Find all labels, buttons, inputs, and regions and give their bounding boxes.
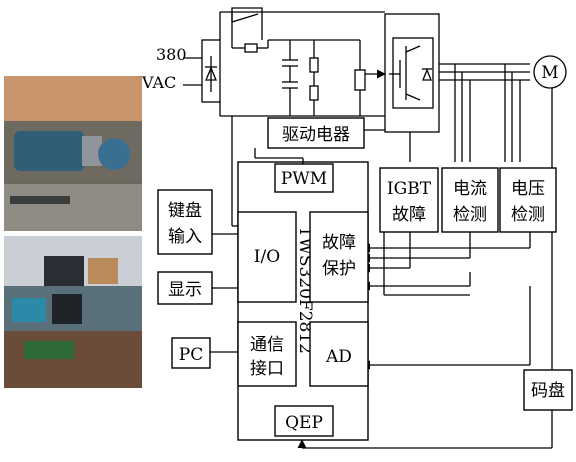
qep-label: QEP <box>285 413 323 433</box>
comm-line2: 接口 <box>250 359 284 379</box>
current-detect-line1: 电流 <box>453 179 487 199</box>
input-label-line1: 380 <box>156 45 187 64</box>
input-label-line2: VAC <box>141 73 176 92</box>
motor-label: M <box>541 63 558 83</box>
voltage-detect-line2: 检测 <box>511 205 545 225</box>
bus-resistor-top <box>310 58 318 72</box>
voltage-detect-line1: 电压 <box>511 179 545 199</box>
bus-resistor-bottom <box>310 86 318 100</box>
precharge-resistor <box>245 44 257 52</box>
keyboard-line1: 键盘 <box>168 201 202 221</box>
driver-label: 驱动电器 <box>282 125 350 145</box>
igbt-fault-line1: IGBT <box>387 179 432 199</box>
comm-line1: 通信 <box>250 335 284 355</box>
current-detect-line2: 检测 <box>453 205 487 225</box>
freewheel-diode-icon <box>423 70 431 80</box>
pc-label: PC <box>179 345 203 365</box>
ad-label: AD <box>325 347 352 367</box>
fault-protect-line2: 保护 <box>322 259 356 279</box>
brake-chopper <box>355 70 365 90</box>
keyboard-line2: 输入 <box>168 227 202 247</box>
display-label: 显示 <box>168 280 202 300</box>
encoder-label: 码盘 <box>531 381 565 401</box>
pwm-label: PWM <box>281 169 327 189</box>
igbt-fault-line2: 故障 <box>392 205 426 225</box>
io-label: I/O <box>254 247 280 267</box>
fault-protect-line1: 故障 <box>322 233 356 253</box>
fault-protect-box <box>310 212 368 302</box>
